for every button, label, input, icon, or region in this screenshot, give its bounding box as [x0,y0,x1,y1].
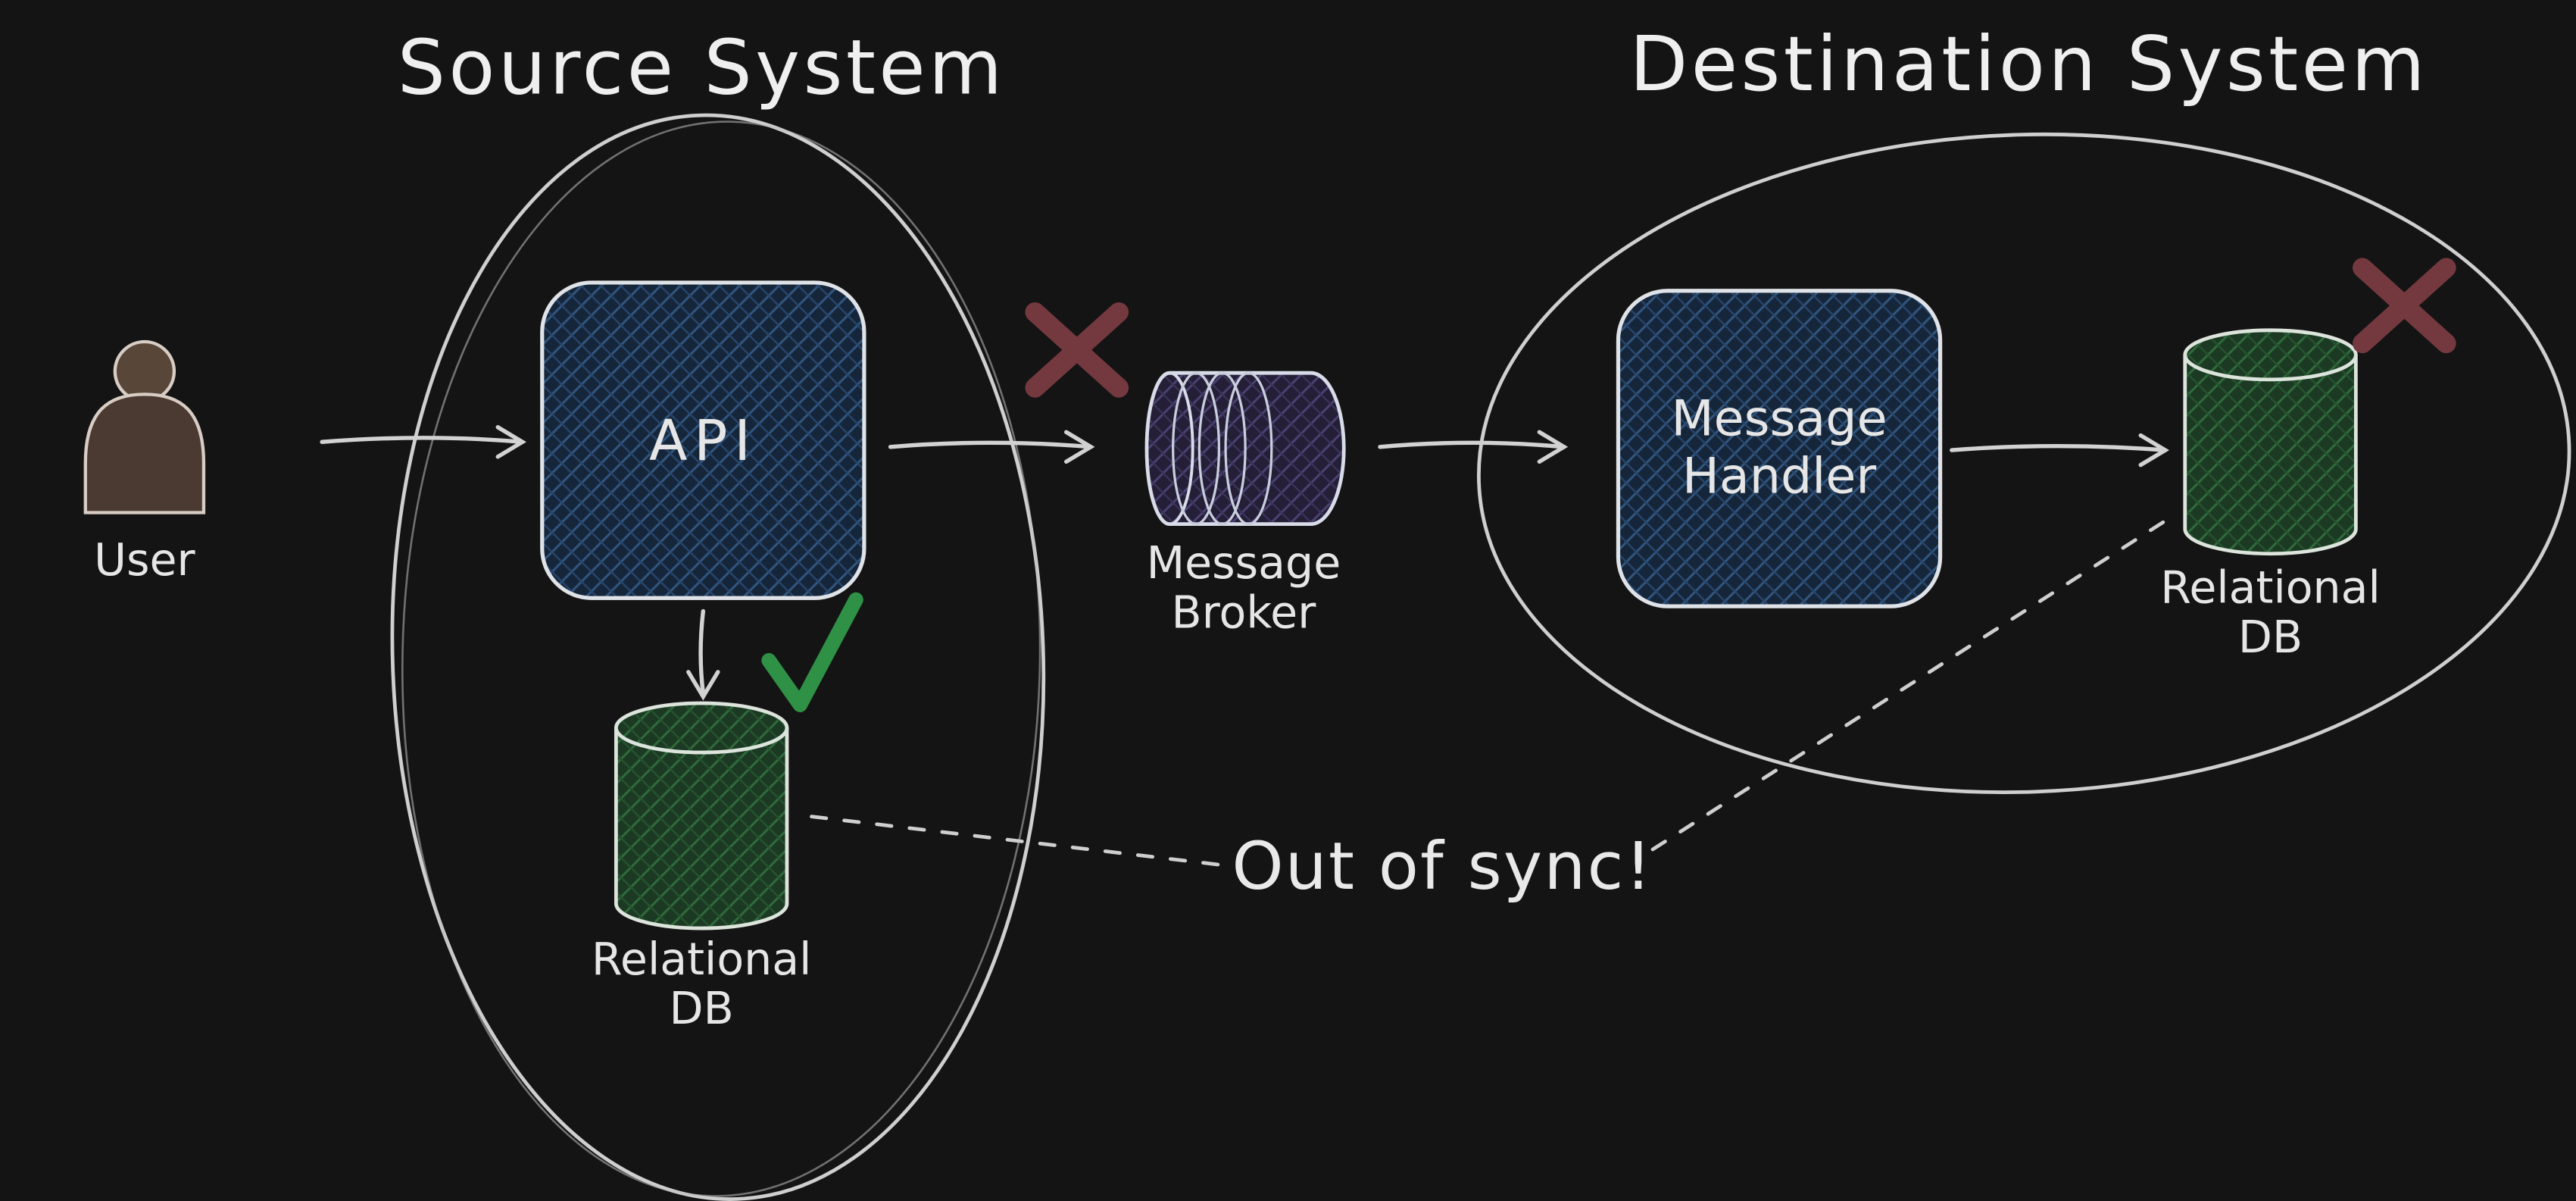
arrow-broker-handler [1378,430,1569,464]
out-of-sync-label: Out of sync! [1232,828,1653,905]
arrow-api-broker [888,430,1095,464]
api-box [540,280,866,600]
handler-label-line1: Message [1671,391,1887,448]
check-icon [761,592,863,712]
arrow-line [698,608,706,696]
handler-node: Message Handler [1616,289,1943,608]
arrow-head [2138,433,2170,468]
user-figure: User [83,339,206,586]
handler-label-line2: Handler [1682,448,1876,505]
source-db-label-line2: DB [670,983,734,1034]
arrow-head [1537,430,1569,464]
destination-system-boundary [1476,132,2571,794]
arrow-head [1063,430,1095,464]
broker-ring-3 [1197,371,1247,526]
source-system-title: Source System [398,23,1006,112]
arrow-line [1378,440,1566,449]
dest-db-top [2183,328,2358,382]
arrow-line [1950,443,2168,452]
broker-ring-2 [1172,371,1221,526]
api-label: API [649,409,757,474]
arrow-line [888,440,1093,449]
dashed-link-source [810,815,1231,868]
source-system-boundary-overstroke [401,120,1041,1197]
source-db-node: Relational DB [592,701,812,1034]
broker-label-line1: Message [1147,537,1341,589]
dest-db-label-line2: DB [2238,611,2303,663]
arrow-user-api [320,425,527,459]
user-head [113,339,176,403]
user-torso [83,393,206,514]
arrow-handler-destdb [1950,433,2170,468]
dest-db-body [2183,355,2358,556]
destination-system-group: Destination System Message Handler Relat… [1476,20,2571,794]
error-x-destdb-icon [2353,258,2456,354]
dashed-link-destination [1650,518,2168,852]
broker-label-line2: Broker [1172,586,1317,638]
broker-ring-1 [1145,371,1194,526]
arrow-head [686,670,720,701]
error-x-broker-icon [1025,302,1129,398]
user-label: User [94,534,195,586]
broker-ring-4 [1224,371,1273,526]
x-stroke-2 [1025,302,1129,398]
dest-db-node: Relational DB [2160,328,2381,663]
dest-db-label-line1: Relational [2160,562,2381,614]
source-db-label-line1: Relational [592,934,812,985]
arrow-api-sourcedb [686,608,720,701]
source-system-boundary [390,113,1046,1201]
x-stroke-2 [2353,258,2456,354]
arrow-line [320,436,525,444]
source-db-top [614,701,789,755]
source-system-group: Source System API Relational DB [390,23,1046,1201]
destination-system-title: Destination System [1630,20,2428,108]
source-db-body [614,727,789,930]
user-icon [83,339,206,514]
broker-node: Message Broker [1144,371,1346,638]
out-of-sync-annotation: Out of sync! [810,518,2168,905]
arrow-head [495,425,527,459]
handler-box [1616,289,1943,608]
api-node: API [540,280,866,600]
